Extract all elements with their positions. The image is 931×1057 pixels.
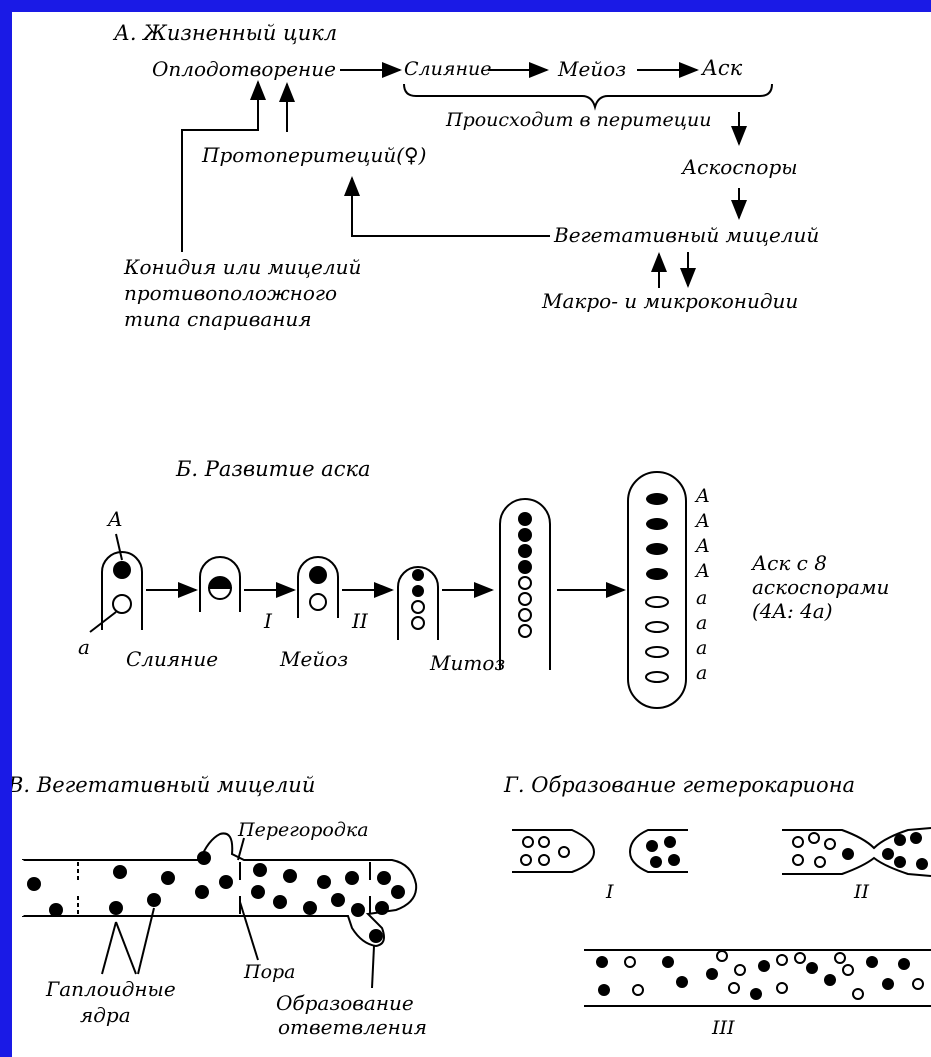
ascus-stage-fusion-2 bbox=[200, 557, 240, 612]
hypha-open-nuclei-1 bbox=[512, 830, 594, 872]
label-pore: Пора bbox=[244, 962, 296, 983]
label-conidia-line2: противоположного bbox=[124, 282, 337, 304]
label-ascus: Аск bbox=[702, 57, 742, 80]
hypha-heterokaryon bbox=[584, 950, 931, 1006]
hypha-fusing bbox=[782, 828, 931, 876]
label-g-roman-2: II bbox=[854, 882, 869, 903]
label-b-meiosis: Мейоз bbox=[280, 648, 348, 670]
spore-label-7: a bbox=[696, 638, 707, 659]
label-meiosis: Мейоз bbox=[558, 58, 626, 80]
ascus-desc-line3: (4A: 4a) bbox=[752, 600, 833, 622]
label-branch-line1: Образование bbox=[276, 992, 414, 1014]
label-small-a: a bbox=[78, 636, 90, 658]
label-fusion: Слияние bbox=[404, 59, 491, 80]
spore-label-1: A bbox=[696, 486, 710, 507]
hypha-filled-nuclei-1 bbox=[630, 830, 688, 872]
label-haploid-line2: ядра bbox=[80, 1004, 131, 1026]
spore-label-3: A bbox=[696, 536, 710, 557]
arrow-veg-proto bbox=[352, 178, 550, 236]
ascus-mature bbox=[628, 472, 686, 708]
spore-label-8: a bbox=[696, 663, 707, 684]
spore-label-5: a bbox=[696, 588, 707, 609]
section-b-title: Б. Развитие аска bbox=[176, 458, 371, 481]
label-conidia-line1: Конидия или мицелий bbox=[124, 256, 361, 278]
ascus-desc-line2: аскоспорами bbox=[752, 576, 889, 598]
section-a-title: А. Жизненный цикл bbox=[114, 22, 337, 45]
label-branch-line2: ответвления bbox=[278, 1016, 427, 1038]
spore-label-4: A bbox=[696, 561, 710, 582]
ascus-stage-fusion-1 bbox=[90, 534, 142, 632]
ascus-stage-mitosis bbox=[500, 499, 550, 670]
ascus-stage-meiosis bbox=[298, 557, 338, 618]
hypha-mycelium bbox=[22, 833, 416, 988]
brace-perithecium bbox=[404, 84, 772, 107]
label-roman-i: I bbox=[264, 610, 272, 632]
ascus-stage-meiosis-2 bbox=[398, 567, 438, 640]
label-g-roman-3: III bbox=[712, 1018, 735, 1039]
label-macro-micro: Макро- и микроконидии bbox=[542, 290, 798, 312]
label-b-fusion: Слияние bbox=[126, 648, 218, 670]
spore-label-2: A bbox=[696, 511, 710, 532]
label-b-mitosis: Митоз bbox=[430, 652, 505, 674]
label-conidia-line3: типа спаривания bbox=[124, 308, 312, 330]
label-ascospores: Аскоспоры bbox=[682, 156, 798, 178]
spore-label-6: a bbox=[696, 613, 707, 634]
section-g-title: Г. Образование гетерокариона bbox=[504, 774, 855, 797]
label-big-a: A bbox=[108, 508, 122, 530]
section-v-title: В. Вегетативный мицелий bbox=[12, 774, 315, 797]
diagram-panel: А. Жизненный цикл Оплодотворение Слияние… bbox=[12, 12, 931, 1057]
label-haploid-line1: Гаплоидные bbox=[46, 978, 176, 1000]
label-fertilization: Оплодотворение bbox=[152, 58, 336, 80]
label-vegetative-mycelium: Вегетативный мицелий bbox=[554, 224, 819, 246]
label-roman-ii: II bbox=[352, 610, 368, 632]
ascus-desc-line1: Аск с 8 bbox=[752, 552, 827, 574]
arrow-conidia-up bbox=[182, 82, 258, 252]
label-septum: Перегородка bbox=[238, 820, 369, 841]
label-g-roman-1: I bbox=[606, 882, 614, 903]
label-in-perithecium: Происходит в перитеции bbox=[446, 110, 712, 131]
label-protoperithecium: Протоперитеций(♀) bbox=[202, 144, 426, 166]
